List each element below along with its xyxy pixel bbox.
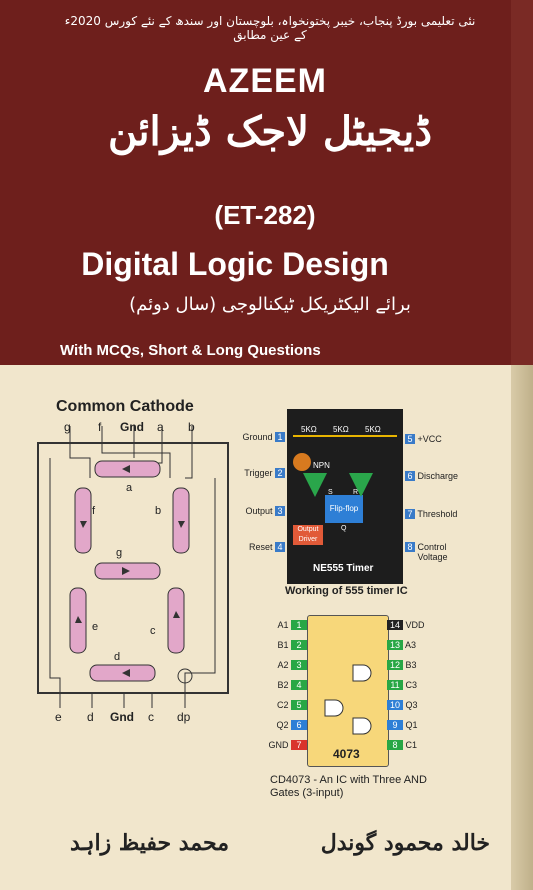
cd-right-pin-13: 13 A3	[387, 640, 416, 650]
seg-label-g: g	[116, 547, 123, 559]
pin-bottom-e: e	[55, 710, 62, 724]
ne555-right-pin-7: 7 Threshold	[405, 509, 457, 519]
segment-f	[74, 487, 92, 554]
pin-top-gnd: Gnd	[120, 420, 144, 434]
output-driver-block: Output Driver	[293, 525, 323, 545]
cd4073-caption: CD4073 - An IC with Three AND Gates (3-i…	[270, 774, 427, 799]
ne555-left-pin-2: Trigger 2	[233, 468, 285, 478]
ne555-right-pin-6: 6 Discharge	[405, 471, 458, 481]
npn-transistor-icon	[293, 453, 311, 471]
seg-label-f: f	[92, 505, 96, 517]
pin-top-f: f	[98, 420, 102, 434]
seg-label-d: d	[114, 651, 121, 663]
author-1: خالد محمود گوندل	[320, 830, 490, 856]
seg-label-e: e	[92, 621, 99, 633]
cd-left-pin-6: Q2 6	[255, 720, 307, 730]
resistor-3: 5KΩ	[365, 425, 381, 434]
course-code: (ET-282)	[214, 200, 316, 230]
resistor-2: 5KΩ	[333, 425, 349, 434]
ne555-diagram: Flip-flop Output Driver NPN S R Q 5KΩ 5K…	[233, 405, 523, 600]
publisher-logo: AZEEM	[180, 62, 350, 101]
authors: خالد محمود گوندل محمد حفیظ زاہد	[70, 830, 490, 856]
cd4073-diagram: 4073 A1 1 B1 2 A2 3 B2 4 C2 5 Q2 6 GND 7…	[255, 605, 425, 775]
common-cathode-title: Common Cathode	[56, 398, 194, 415]
cd-left-pin-5: C2 5	[255, 700, 307, 710]
npn-label: NPN	[313, 461, 330, 470]
pin-bottom-d: d	[87, 710, 94, 724]
ne555-left-pin-3: Output 3	[233, 506, 285, 516]
cd-right-pin-14: 14 VDD	[387, 620, 425, 630]
cd-right-pin-11: 11 C3	[387, 680, 417, 690]
r-label: R	[353, 489, 359, 496]
cd-right-pin-8: 8 C1	[387, 740, 417, 750]
cd-right-pin-12: 12 B3	[387, 660, 417, 670]
cd-left-pin-3: A2 3	[255, 660, 307, 670]
cd-left-pin-4: B2 4	[255, 680, 307, 690]
book-spine-top	[511, 0, 533, 365]
cover-top-panel	[0, 0, 533, 365]
cd4073-chip-name: 4073	[333, 747, 360, 761]
ne555-left-pin-4: Reset 4	[233, 542, 285, 552]
pin-bottom-dp: dp	[177, 710, 191, 724]
comparators	[303, 473, 373, 497]
ne555-caption: Working of 555 timer IC	[285, 585, 408, 597]
q-label: Q	[341, 525, 347, 532]
seg-label-a: a	[126, 482, 133, 494]
segment-b	[172, 487, 190, 554]
ne555-left-pin-1: Ground 1	[233, 432, 285, 442]
board-notice: نئی تعلیمی بورڈ پنجاب، خیبر پختونخواہ، ب…	[64, 14, 476, 42]
pin-bottom-gnd: Gnd	[110, 710, 134, 724]
cd-right-pin-9: 9 Q1	[387, 720, 418, 730]
cd-left-pin-7: GND 7	[255, 740, 307, 750]
cd-right-pin-10: 10 Q3	[387, 700, 418, 710]
publisher-logo-text: AZEEM	[203, 62, 327, 100]
resistor-1: 5KΩ	[301, 425, 317, 434]
seg-label-c: c	[150, 625, 156, 637]
title-english: Digital Logic Design	[81, 246, 389, 282]
pin-bottom-c: c	[148, 710, 154, 724]
ne555-right-pin-8: 8 Control Voltage	[405, 542, 475, 562]
seg-label-b: b	[155, 505, 162, 517]
ne555-chip-name: NE555 Timer	[313, 563, 374, 574]
title-urdu: ڈیجیٹل لاجک ڈیزائن	[107, 108, 433, 155]
cd-left-pin-2: B1 2	[255, 640, 307, 650]
s-label: S	[328, 489, 333, 496]
subtitle-urdu: برائے الیکٹریکل ٹیکنالوجی (سال دوئم)	[129, 294, 411, 315]
and-gates	[324, 664, 372, 735]
ne555-right-pin-5: 5 +VCC	[405, 434, 442, 444]
cd4073-chip-body	[307, 615, 389, 767]
seven-segment-diagram	[37, 426, 229, 708]
author-2: محمد حفیظ زاہد	[70, 830, 229, 856]
flip-flop-block: Flip-flop	[325, 495, 363, 523]
pin-top-a: a	[157, 420, 164, 434]
cd-left-pin-1: A1 1	[255, 620, 307, 630]
pin-top-g: g	[64, 420, 71, 434]
pin-top-b: b	[188, 420, 195, 434]
feature-line: With MCQs, Short & Long Questions	[60, 342, 321, 359]
segment-c	[167, 587, 185, 654]
